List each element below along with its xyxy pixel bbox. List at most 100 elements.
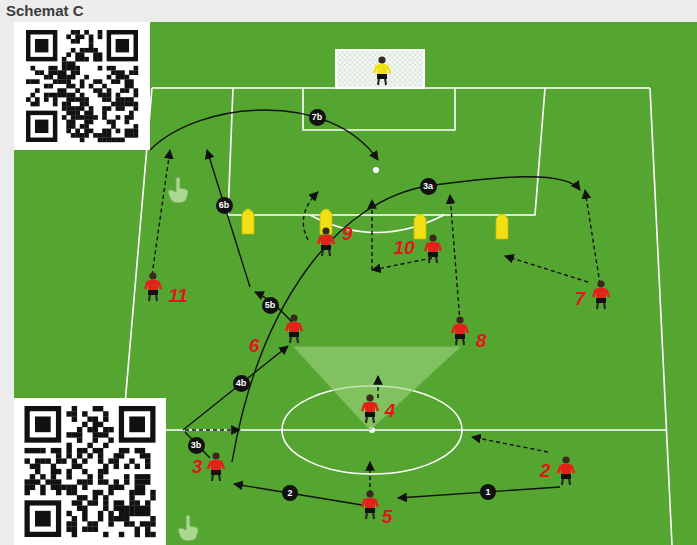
qr-finder	[27, 409, 58, 440]
player-figure	[286, 314, 302, 343]
qr-module	[134, 129, 139, 134]
qr-module	[103, 532, 108, 537]
qr-module	[66, 443, 71, 448]
step-number: 3b	[191, 441, 202, 450]
qr-module	[93, 422, 98, 427]
qr-module	[30, 66, 35, 71]
qr-module	[108, 521, 113, 526]
qr-panel	[14, 398, 166, 545]
qr-module	[77, 500, 82, 505]
qr-module	[82, 527, 87, 532]
qr-module	[45, 458, 50, 463]
player-number: 9	[342, 224, 353, 243]
qr-module	[87, 500, 92, 505]
qr-module	[71, 75, 76, 80]
qr-module	[72, 521, 77, 526]
qr-module	[111, 138, 116, 143]
qr-module	[82, 469, 87, 474]
qr-module	[124, 479, 129, 484]
player-figure	[593, 280, 609, 309]
qr-module	[107, 133, 112, 138]
qr-module	[116, 129, 121, 134]
qr-module	[98, 432, 103, 437]
qr-module	[129, 79, 134, 84]
qr-finder	[28, 113, 55, 140]
qr-module	[40, 448, 45, 453]
qr-module	[114, 479, 119, 484]
qr-module	[134, 102, 139, 107]
pass-arrow	[185, 432, 210, 458]
step-marker: 7b	[309, 109, 326, 126]
player-figure	[145, 272, 161, 301]
qr-module	[134, 124, 139, 129]
qr-module	[135, 474, 140, 479]
qr-module	[66, 124, 71, 129]
player-figure	[558, 456, 574, 485]
qr-module	[129, 70, 134, 75]
qr-module	[44, 84, 49, 89]
qr-module	[66, 453, 71, 458]
qr-module	[75, 52, 80, 57]
qr-module	[135, 448, 140, 453]
qr-module	[35, 88, 40, 93]
qr-module	[48, 84, 53, 89]
qr-module	[62, 75, 67, 80]
qr-module	[98, 79, 103, 84]
step-number: 5b	[265, 301, 276, 310]
qr-module	[87, 479, 92, 484]
qr-module	[66, 66, 71, 71]
qr-module	[51, 474, 56, 479]
qr-module	[124, 521, 129, 526]
qr-module	[72, 406, 77, 411]
qr-module	[48, 66, 53, 71]
qr-module	[51, 469, 56, 474]
qr-panel	[14, 22, 150, 150]
qr-module	[116, 102, 121, 107]
qr-module	[53, 66, 58, 71]
step-number: 7b	[312, 113, 323, 122]
qr-module	[66, 511, 71, 516]
qr-module	[62, 106, 67, 111]
qr-module	[111, 102, 116, 107]
qr-module	[93, 48, 98, 53]
qr-module	[71, 124, 76, 129]
qr-module	[56, 485, 61, 490]
qr-module	[72, 516, 77, 521]
qr-module	[108, 427, 113, 432]
qr-module	[116, 106, 121, 111]
qr-module	[135, 464, 140, 469]
qr-module	[129, 133, 134, 138]
qr-module	[140, 474, 145, 479]
qr-module	[119, 532, 124, 537]
qr-module	[116, 75, 121, 80]
qr-module	[93, 500, 98, 505]
qr-module	[61, 485, 66, 490]
qr-module	[93, 406, 98, 411]
qr-module	[30, 485, 35, 490]
qr-module	[107, 106, 112, 111]
qr-module	[129, 84, 134, 89]
qr-module	[84, 97, 89, 102]
qr-module	[89, 129, 94, 134]
mannequin	[496, 214, 508, 239]
qr-module	[103, 411, 108, 416]
qr-finder	[109, 32, 136, 59]
qr-module	[84, 115, 89, 120]
step-number: 3a	[423, 182, 433, 191]
qr-module	[66, 111, 71, 116]
qr-module	[30, 102, 35, 107]
qr-module	[116, 79, 121, 84]
step-marker: 5b	[262, 297, 279, 314]
qr-module	[80, 133, 85, 138]
step-marker: 6b	[216, 197, 233, 214]
qr-module	[66, 448, 71, 453]
qr-module	[98, 406, 103, 411]
qr-module	[93, 416, 98, 421]
qr-module	[145, 527, 150, 532]
pass-arrow	[183, 346, 288, 430]
qr-module	[30, 464, 35, 469]
qr-module	[125, 97, 130, 102]
qr-module	[108, 511, 113, 516]
qr-module	[75, 129, 80, 134]
qr-module	[140, 511, 145, 516]
